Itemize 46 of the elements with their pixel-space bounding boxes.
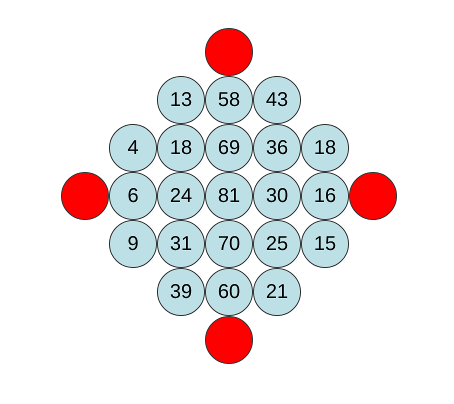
number-circle <box>109 220 157 268</box>
number-label: 6 <box>127 186 139 206</box>
number-label: 69 <box>218 138 240 158</box>
number-circle <box>205 124 253 172</box>
number-circle <box>253 220 301 268</box>
number-circle <box>301 124 349 172</box>
number-label: 15 <box>314 234 336 254</box>
number-label: 4 <box>127 138 139 158</box>
number-circle <box>253 76 301 124</box>
number-circle <box>157 220 205 268</box>
number-circle <box>109 172 157 220</box>
number-label: 30 <box>266 186 288 206</box>
marker-circle <box>61 172 109 220</box>
number-label: 16 <box>314 186 336 206</box>
number-label: 25 <box>266 234 288 254</box>
number-circle <box>301 172 349 220</box>
number-circle <box>253 124 301 172</box>
number-label: 60 <box>218 282 240 302</box>
number-label: 36 <box>266 138 288 158</box>
number-label: 24 <box>170 186 192 206</box>
number-circle <box>205 172 253 220</box>
number-label: 43 <box>266 90 288 110</box>
number-label: 18 <box>170 138 192 158</box>
number-label: 39 <box>170 282 192 302</box>
number-circle <box>157 172 205 220</box>
marker-circle <box>349 172 397 220</box>
number-circle <box>253 268 301 316</box>
marker-circle <box>205 316 253 364</box>
number-label: 9 <box>127 234 139 254</box>
number-circle <box>157 268 205 316</box>
number-label: 58 <box>218 90 240 110</box>
number-circle <box>253 172 301 220</box>
number-label: 81 <box>218 186 240 206</box>
marker-circle <box>205 28 253 76</box>
number-label: 70 <box>218 234 240 254</box>
number-circle <box>205 220 253 268</box>
number-label: 18 <box>314 138 336 158</box>
number-circle <box>301 220 349 268</box>
number-circle <box>157 76 205 124</box>
number-circle <box>109 124 157 172</box>
number-label: 13 <box>170 90 192 110</box>
number-circle <box>205 268 253 316</box>
number-circle <box>157 124 205 172</box>
number-label: 31 <box>170 234 192 254</box>
number-label: 21 <box>266 282 288 302</box>
number-circle <box>205 76 253 124</box>
